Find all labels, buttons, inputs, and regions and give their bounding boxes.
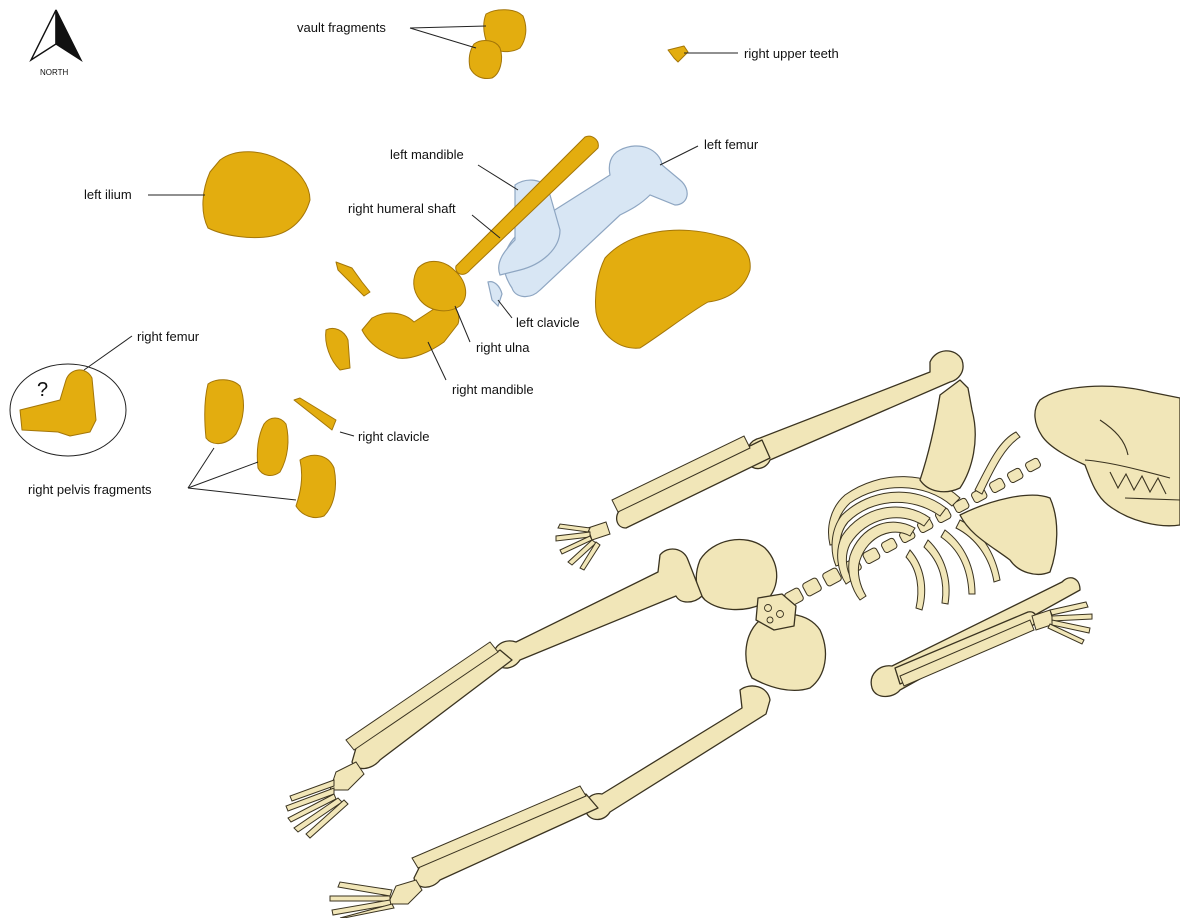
lower-foot xyxy=(330,880,422,918)
label-right-mandible: right mandible xyxy=(452,382,534,397)
north-arrow-right-half xyxy=(56,10,81,60)
right-clavicle-fragment xyxy=(294,398,336,430)
label-right-clavicle: right clavicle xyxy=(358,429,430,444)
vault-fragment-lower xyxy=(469,41,501,79)
uncertain-mark: ? xyxy=(37,379,48,401)
label-right-pelvis-fragments: right pelvis fragments xyxy=(28,482,152,497)
left-ilium-fragment xyxy=(203,152,310,238)
skull xyxy=(1035,386,1180,526)
right-pelvis-fragment-2 xyxy=(257,418,288,475)
upper-leg xyxy=(286,549,702,838)
right-mandible-fragment xyxy=(362,304,459,358)
pelvis xyxy=(696,539,825,690)
north-label: NORTH xyxy=(40,68,69,77)
right-pelvis-fragment-3 xyxy=(296,455,336,517)
label-vault-fragments: vault fragments xyxy=(297,20,386,35)
upper-foot xyxy=(286,762,364,838)
label-right-upper-teeth: right upper teeth xyxy=(744,46,839,61)
north-arrow-left-half xyxy=(31,10,56,60)
upper-left-hand xyxy=(556,522,610,570)
lower-right-arm xyxy=(871,578,1092,697)
right-pelvis-fragment-1 xyxy=(205,380,244,444)
label-right-humeral-shaft: right humeral shaft xyxy=(348,201,456,216)
label-right-femur: right femur xyxy=(137,329,200,344)
upper-scapula xyxy=(920,380,975,492)
label-right-ulna: right ulna xyxy=(476,340,530,355)
label-left-mandible: left mandible xyxy=(390,147,464,162)
north-arrow: NORTH xyxy=(31,10,81,77)
label-left-clavicle: left clavicle xyxy=(516,315,580,330)
right-upper-teeth-fragment xyxy=(668,46,688,62)
label-left-femur: left femur xyxy=(704,137,759,152)
skull-fragment xyxy=(595,230,750,348)
right-femur-inset: ? xyxy=(10,364,126,456)
label-left-ilium: left ilium xyxy=(84,187,132,202)
small-fragment-a xyxy=(336,262,370,296)
small-fragment-b xyxy=(326,328,350,370)
